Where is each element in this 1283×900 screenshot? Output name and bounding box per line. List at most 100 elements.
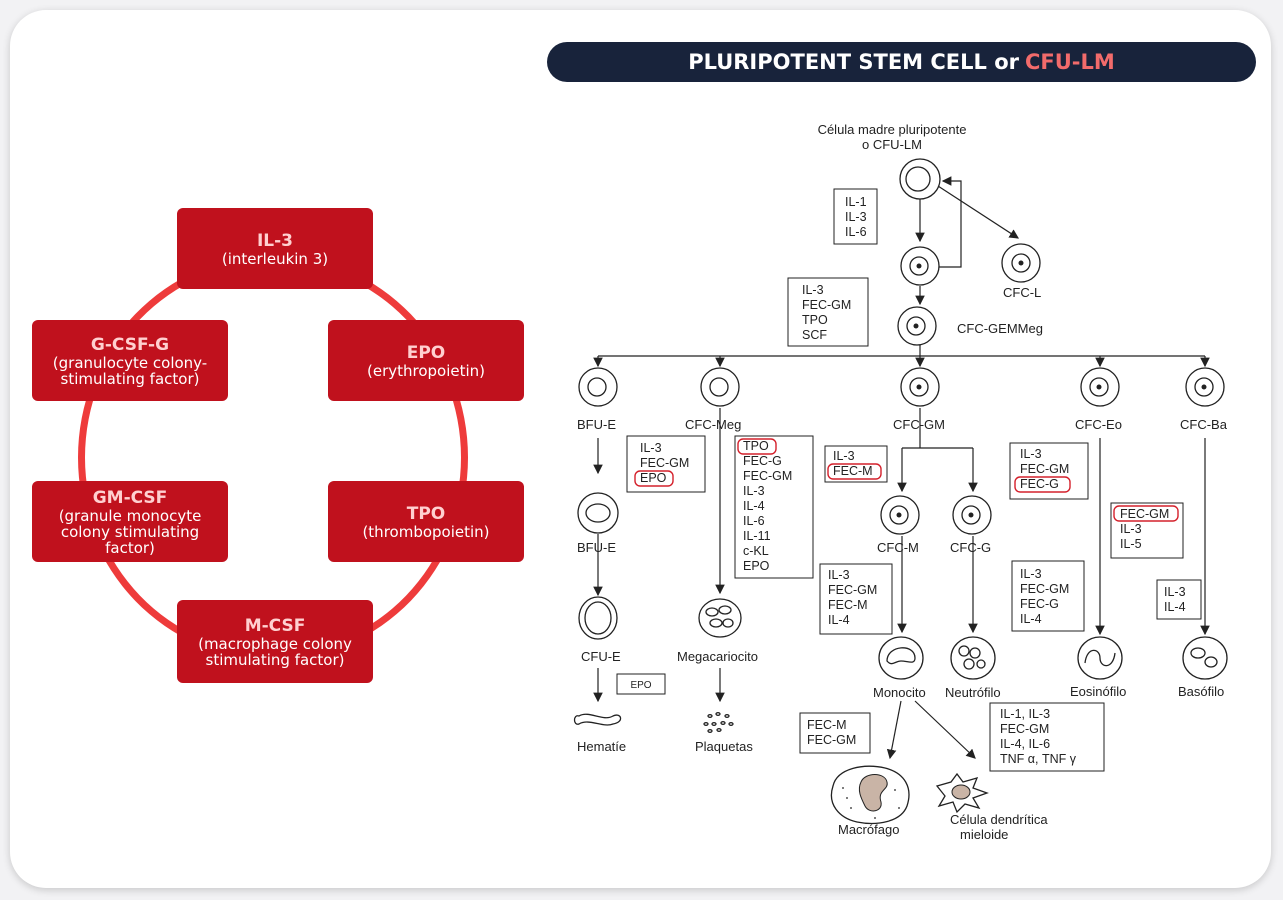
box-erythroid [626, 435, 706, 493]
neutrophil-cell [950, 636, 996, 680]
stem-cell [899, 158, 941, 200]
box-g-item: FEC-GM [1020, 582, 1069, 596]
stem-cell-title: Célula madre pluripotente [818, 122, 967, 137]
box-gm-item: FEC-M [833, 464, 873, 478]
box-meg-item: c-KL [743, 544, 769, 558]
highlight-tpo [737, 438, 777, 455]
factor-desc: (macrophage colony stimulating factor) [198, 634, 352, 669]
cfc-ba-label: CFC-Ba [1180, 417, 1228, 432]
factor-epo: EPO (erythropoietin) [328, 320, 524, 401]
box-eosinophil [1009, 442, 1089, 500]
box-eo-item: IL-3 [1020, 447, 1042, 461]
line-gm-split [902, 408, 973, 449]
box-erythroid-item: EPO [640, 471, 667, 485]
cfc-meg-label: CFC-Meg [685, 417, 741, 432]
factor-name: EPO [406, 342, 446, 363]
factor-il3: IL-3 (interleukin 3) [177, 208, 373, 289]
box-top [833, 188, 878, 245]
cfc-l-cell [1001, 243, 1041, 283]
hematie-label: Hematíe [577, 739, 626, 754]
arrow-dendritic [914, 700, 976, 759]
megakaryocyte-label: Megacariocito [677, 649, 758, 664]
factor-name: TPO [406, 503, 446, 524]
box-ba2-item: IL-4 [1164, 600, 1186, 614]
platelets [703, 712, 734, 733]
factor-mcsf: M-CSF (macrophage colony stimulating fac… [177, 600, 373, 683]
box-ba-item: IL-3 [1120, 522, 1142, 536]
basophil-label: Basófilo [1178, 684, 1224, 699]
cfc-m-cell [880, 495, 920, 535]
dendritic-label-1: Célula dendrítica [950, 812, 1048, 827]
factor-desc: (granule monocyte colony stimulating fac… [58, 506, 202, 557]
factor-desc: (granulocyte colony-stimulating factor) [52, 353, 208, 388]
box-g-item: IL-4 [1020, 612, 1042, 626]
basophil-cell [1182, 636, 1228, 680]
megakaryocyte-cell [698, 598, 742, 638]
stem-cell-subtitle: o CFU-LM [862, 137, 922, 152]
highlight-fec-gm [1113, 505, 1179, 522]
box-mac-item: FEC-GM [807, 733, 856, 747]
box-eo-item: FEC-G [1020, 477, 1059, 491]
hematopoiesis-diagram: Célula madre pluripotente o CFU-LM IL-1 … [573, 122, 1228, 842]
box-gm-item: IL-3 [833, 449, 855, 463]
bfu-e-cell [578, 367, 618, 407]
box-monocyte [819, 563, 893, 635]
cfc-l-label: CFC-L [1003, 285, 1041, 300]
box-top-item: IL-1 [845, 195, 867, 209]
highlight-fec-g [1014, 476, 1071, 493]
cfu-e-cell [578, 596, 618, 640]
dendritic-cell [935, 772, 989, 814]
arrow-cfc-l [937, 185, 1020, 239]
box-gemm-item: TPO [802, 313, 828, 327]
factor-gcsf: G-CSF-G (granulocyte colony-stimulating … [32, 320, 228, 401]
cfc-gemmeg-label: CFC-GEMMeg [957, 321, 1043, 336]
box-meg-item: IL-3 [743, 484, 765, 498]
cfc-gm-cell [900, 367, 940, 407]
box-cfc-gm [824, 445, 888, 483]
box-meg-item: FEC-G [743, 454, 782, 468]
monocyte-label: Monocito [873, 685, 926, 700]
title-banner: PLURIPOTENT STEM CELL or CFU-LM [547, 42, 1256, 82]
box-dc-item: IL-4, IL-6 [1000, 737, 1050, 751]
factor-name: M-CSF [244, 615, 306, 636]
cfc-meg-cell [700, 367, 740, 407]
banner-accent: CFU-LM [1025, 50, 1115, 74]
box-gemm-item: IL-3 [802, 283, 824, 297]
box-ba2-item: IL-3 [1164, 585, 1186, 599]
cfc-gemmeg-cell [897, 306, 937, 346]
cfu-e-label: CFU-E [581, 649, 621, 664]
box-gemm-item: SCF [802, 328, 827, 342]
box-ba-item: IL-5 [1120, 537, 1142, 551]
factor-name: G-CSF-G [90, 334, 170, 355]
box-top-item: IL-6 [845, 225, 867, 239]
box-dc-item: TNF α, TNF γ [1000, 752, 1077, 766]
plaquetas-label: Plaquetas [695, 739, 753, 754]
box-neutrophil [1011, 560, 1085, 632]
cfc-eo-label: CFC-Eo [1075, 417, 1122, 432]
cfc-ba-cell [1185, 367, 1225, 407]
stem-cell-daughter [900, 246, 940, 286]
box-epo-small-label: EPO [630, 680, 651, 691]
box-m-item: IL-3 [828, 568, 850, 582]
box-dc-item: IL-1, IL-3 [1000, 707, 1050, 721]
highlight-epo [634, 470, 674, 487]
dendritic-label-2: mieloide [960, 827, 1008, 842]
box-gemm [787, 277, 869, 347]
box-meg-item: IL-6 [743, 514, 765, 528]
factor-gmcsf: GM-CSF (granule monocyte colony stimulat… [32, 481, 228, 562]
bfu-e-label: BFU-E [577, 417, 616, 432]
box-eo-item: FEC-GM [1020, 462, 1069, 476]
box-meg-item: TPO [743, 439, 769, 453]
box-dendritic [989, 702, 1105, 772]
cfc-m-label: CFC-M [877, 540, 919, 555]
box-meg-item: FEC-GM [743, 469, 792, 483]
banner-title: PLURIPOTENT STEM CELL or [688, 50, 1019, 74]
factor-desc: (thrombopoietin) [362, 522, 490, 541]
bfu-e2-cell [577, 492, 619, 534]
box-top-item: IL-3 [845, 210, 867, 224]
box-dc-item: FEC-GM [1000, 722, 1049, 736]
box-m-item: IL-4 [828, 613, 850, 627]
box-gemm-item: FEC-GM [802, 298, 851, 312]
box-erythroid-item: IL-3 [640, 441, 662, 455]
box-erythroid-item: FEC-GM [640, 456, 689, 470]
